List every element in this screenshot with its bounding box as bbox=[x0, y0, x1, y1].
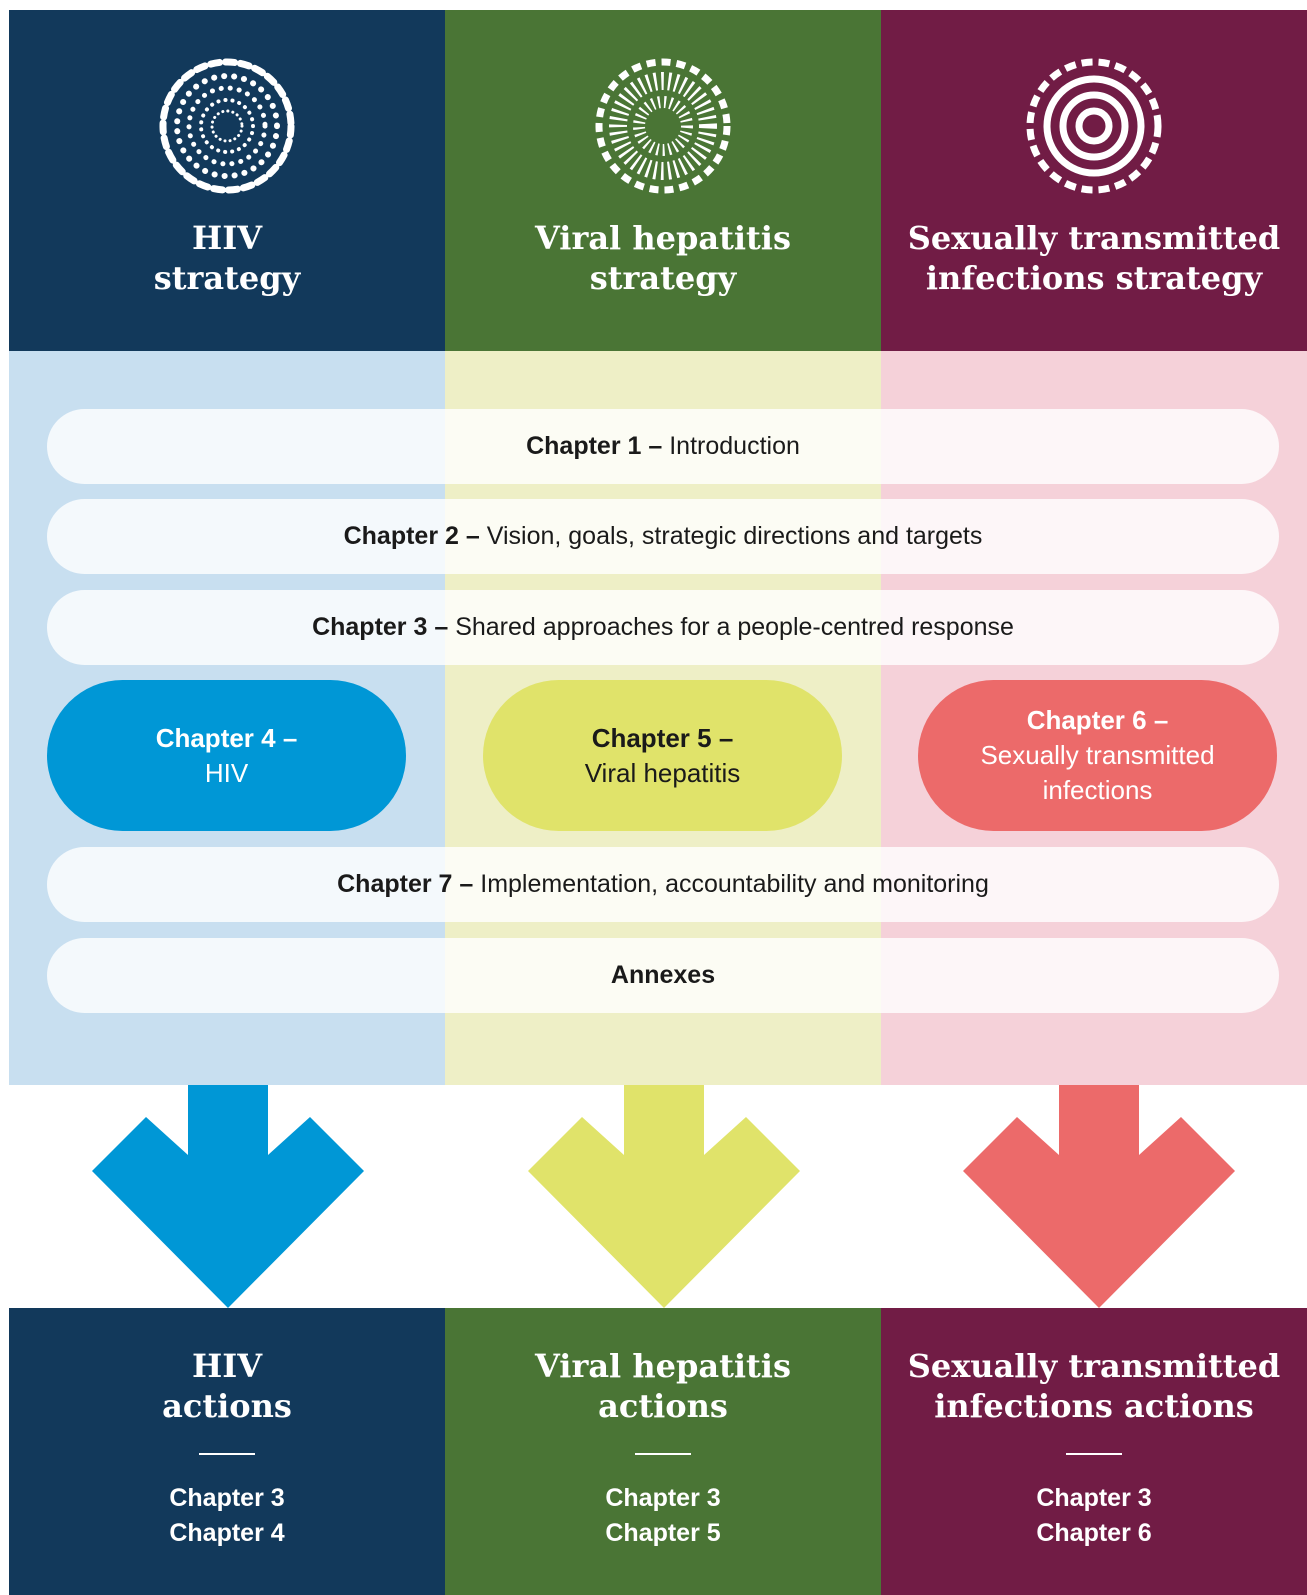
chapter-1-pill: Chapter 1 – Introduction bbox=[47, 409, 1279, 484]
annexes-pill: Annexes bbox=[47, 938, 1279, 1013]
chapter-5-hepatitis: Chapter 5 –Viral hepatitis bbox=[483, 680, 842, 831]
dashed-sunburst-icon bbox=[595, 58, 731, 194]
chapter-2-pill: Chapter 2 – Vision, goals, strategic dir… bbox=[47, 499, 1279, 574]
hepatitis-arrow bbox=[528, 1085, 800, 1308]
chapter-3-pill: Chapter 3 – Shared approaches for a peop… bbox=[47, 590, 1279, 665]
chapter-4-hiv: Chapter 4 –HIV bbox=[47, 680, 406, 831]
concentric-rings-icon bbox=[1026, 58, 1162, 194]
chapter-7-pill: Chapter 7 – Implementation, accountabili… bbox=[47, 847, 1279, 922]
divider bbox=[635, 1453, 691, 1455]
divider bbox=[199, 1453, 255, 1455]
hiv-arrow bbox=[92, 1085, 364, 1308]
dotted-rings-icon bbox=[159, 58, 295, 194]
sti-arrow bbox=[963, 1085, 1235, 1308]
divider bbox=[1066, 1453, 1122, 1455]
